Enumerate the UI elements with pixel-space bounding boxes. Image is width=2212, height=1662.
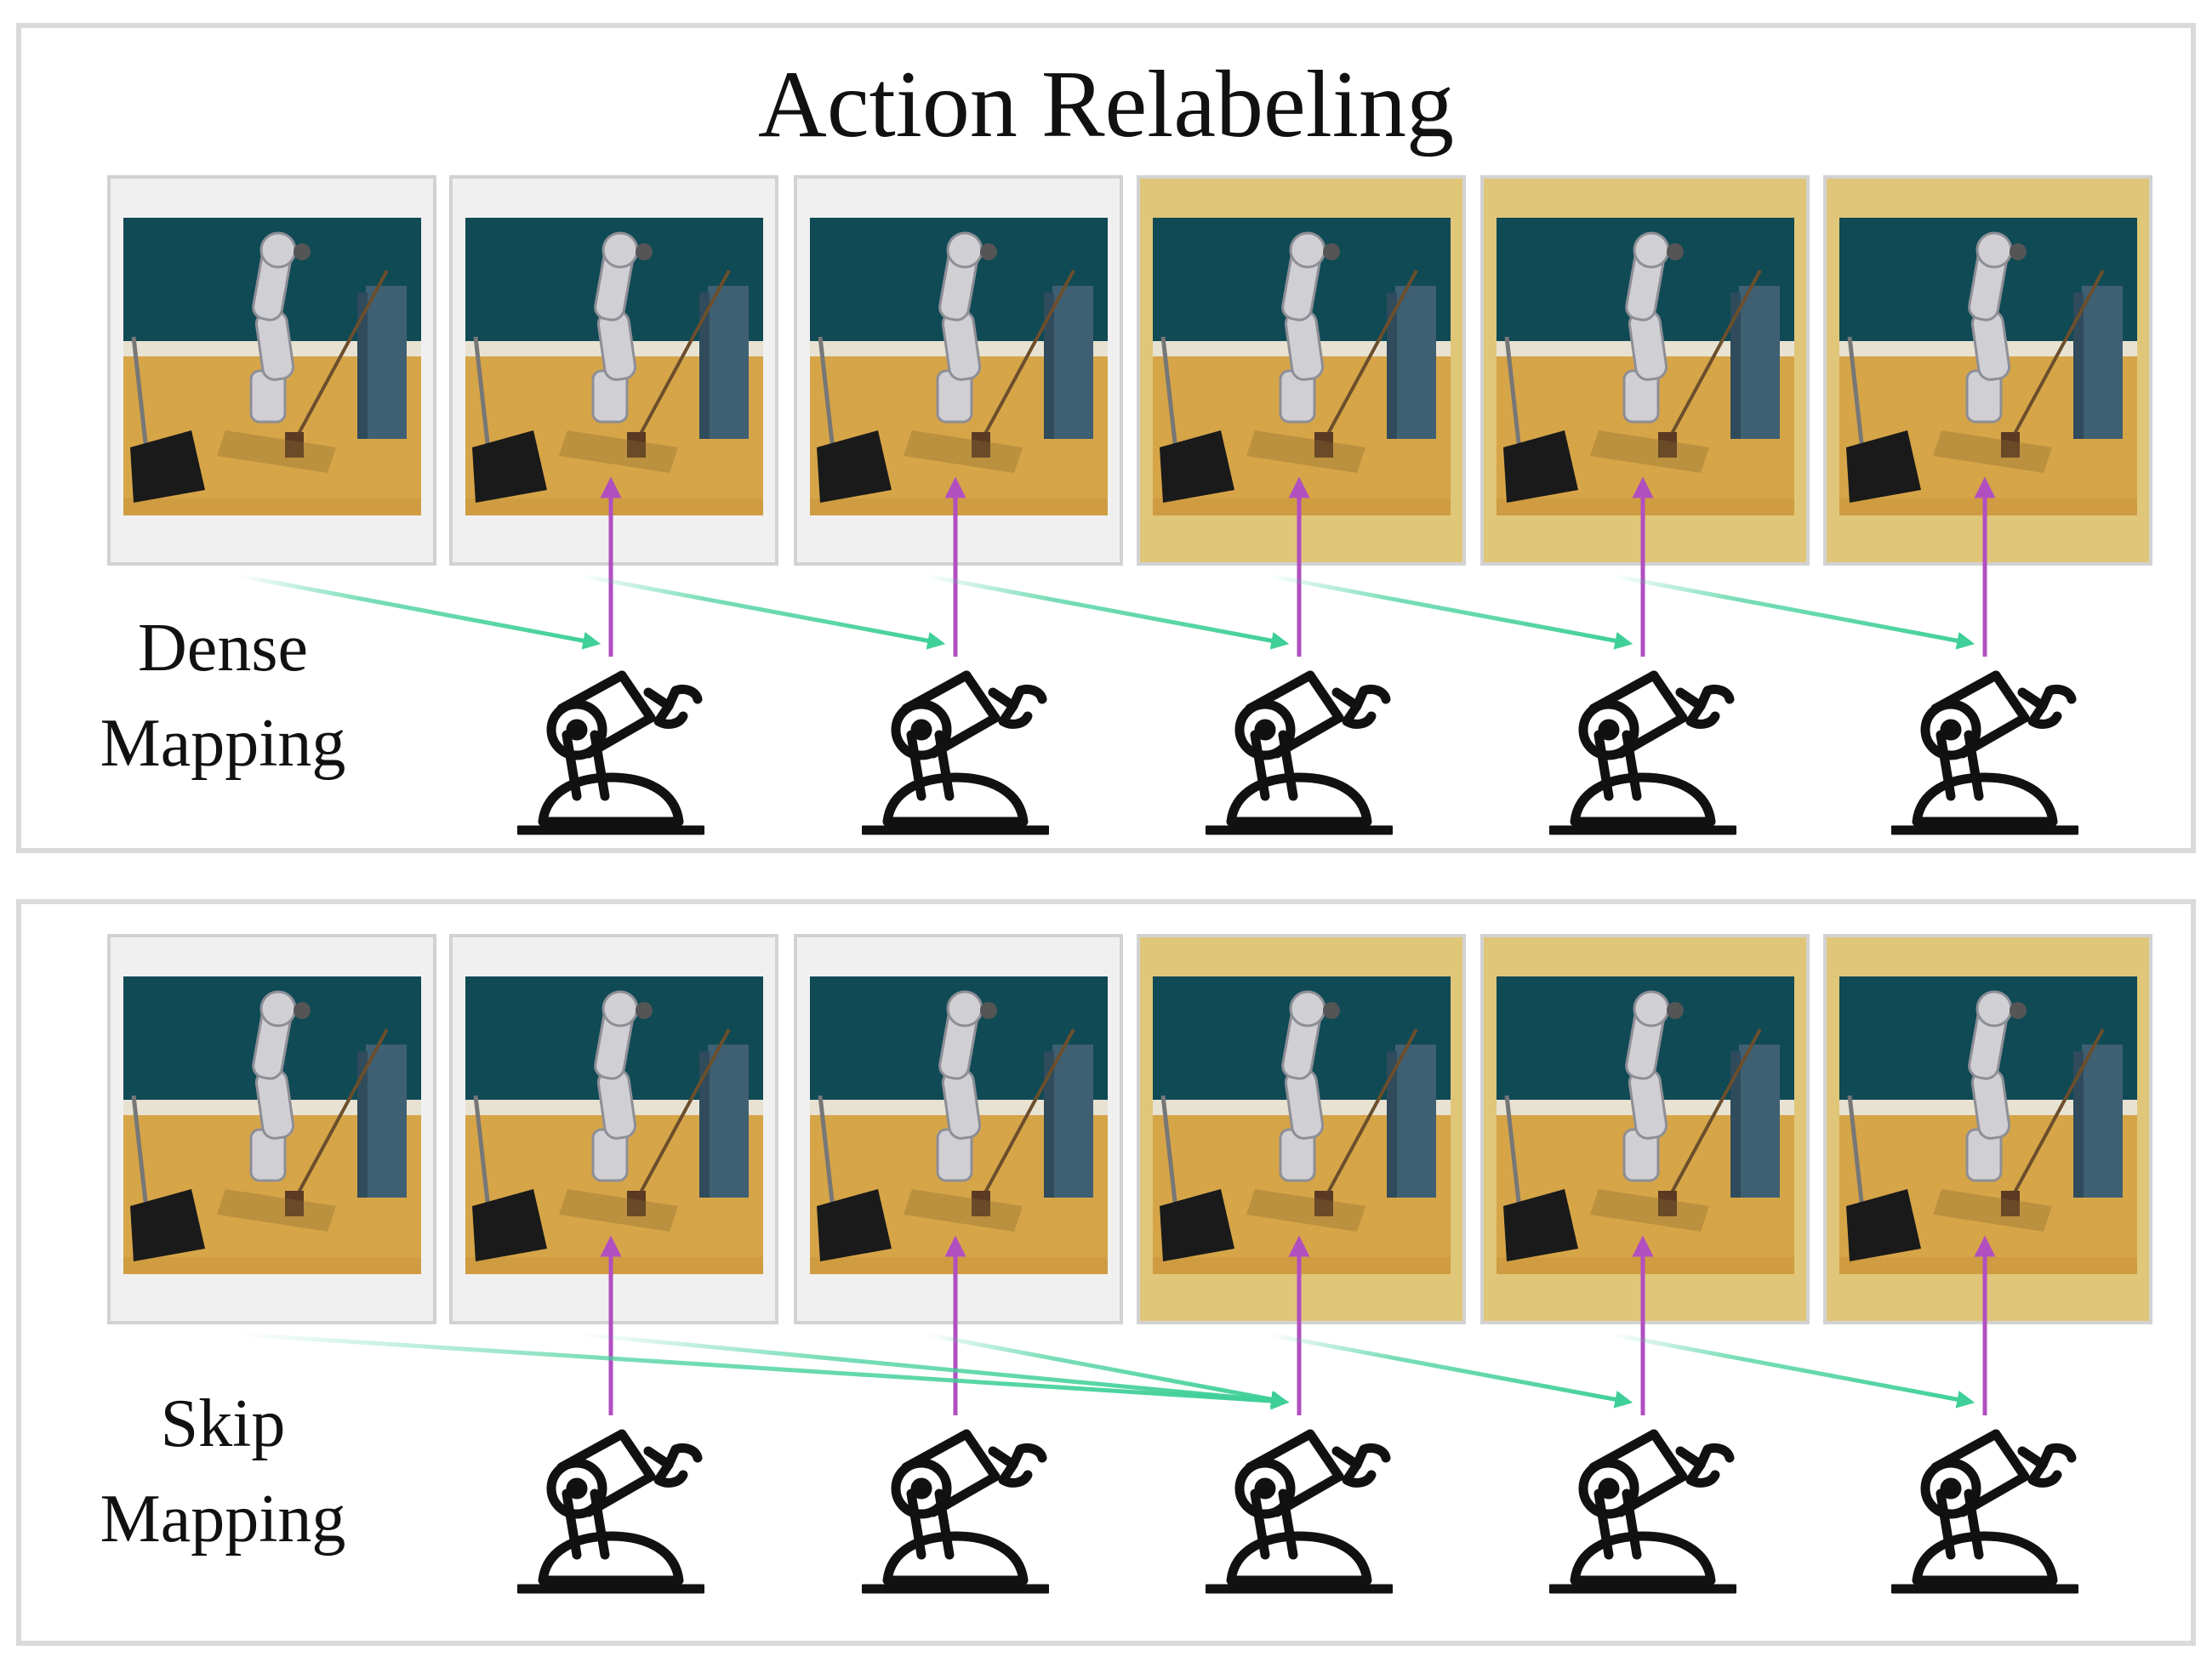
scene-thumbnail xyxy=(810,218,1108,515)
row-label-line-2: Mapping xyxy=(100,1482,346,1557)
frame-3 xyxy=(794,934,1123,1324)
scene-thumbnail xyxy=(1153,976,1451,1274)
scene-thumbnail xyxy=(810,976,1108,1274)
row-label-line-1: Dense xyxy=(138,611,308,686)
scene-thumbnail xyxy=(123,976,421,1274)
green-arrow xyxy=(239,1332,1290,1410)
frame-1 xyxy=(107,934,436,1324)
scene-thumbnail xyxy=(1497,976,1794,1274)
green-arrow xyxy=(1611,1332,1975,1409)
green-arrow xyxy=(1611,573,1975,650)
green-arrow xyxy=(1268,1332,1633,1409)
scene-thumbnail xyxy=(465,976,763,1274)
row-label-line-2: Mapping xyxy=(100,706,346,781)
frame-2 xyxy=(449,175,778,566)
scene-thumbnail xyxy=(1839,976,2137,1274)
green-arrow xyxy=(238,573,601,650)
green-arrow xyxy=(580,1332,1290,1410)
row-label-line-1: Skip xyxy=(161,1386,286,1461)
frame-2 xyxy=(449,934,778,1324)
frame-3 xyxy=(794,175,1123,566)
green-arrow xyxy=(925,1332,1290,1409)
scene-thumbnail xyxy=(1839,218,2137,515)
scene-thumbnail xyxy=(123,218,421,515)
scene-thumbnail xyxy=(465,218,763,515)
frame-6 xyxy=(1823,934,2152,1324)
green-arrow xyxy=(1268,573,1633,650)
green-arrow xyxy=(925,573,1290,650)
frame-6 xyxy=(1823,175,2152,566)
scene-thumbnail xyxy=(1497,218,1794,515)
green-arrow xyxy=(580,573,946,650)
frame-1 xyxy=(107,175,436,566)
scene-thumbnail xyxy=(1153,218,1451,515)
figure-title: Action Relabeling xyxy=(758,52,1454,157)
